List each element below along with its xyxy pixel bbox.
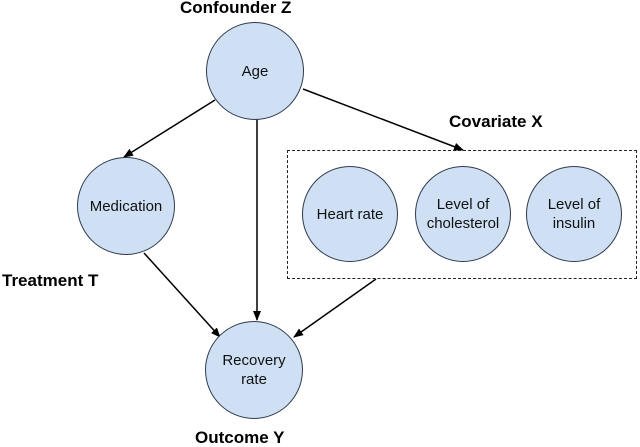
covariate-label: Covariate X <box>449 112 543 131</box>
age-node-label: Age <box>241 62 269 80</box>
edge-covariate-group-to-recovery <box>293 278 377 338</box>
heart-rate-node-label: Heart rate <box>316 205 384 223</box>
covariate-group-box <box>287 150 637 279</box>
insulin-node-label: Level of insulin <box>547 196 601 232</box>
treatment-label: Treatment T <box>2 271 99 290</box>
cholesterol-node-label: Level of cholesterol <box>426 196 500 232</box>
heart-rate-node: Heart rate <box>302 166 398 262</box>
age-node: Age <box>206 22 304 120</box>
edge-age-to-covariate-group <box>302 88 464 151</box>
medication-node: Medication <box>77 157 175 255</box>
recovery-rate-node-label: Recovery rate <box>222 352 286 388</box>
insulin-node: Level of insulin <box>526 166 622 262</box>
medication-node-label: Medication <box>89 197 163 215</box>
confounder-label: Confounder Z <box>180 0 292 17</box>
outcome-label: Outcome Y <box>195 428 285 447</box>
cholesterol-node: Level of cholesterol <box>415 166 511 262</box>
edge-medication-to-recovery <box>143 252 221 338</box>
edge-age-to-medication <box>123 99 216 158</box>
recovery-rate-node: Recovery rate <box>205 321 303 419</box>
